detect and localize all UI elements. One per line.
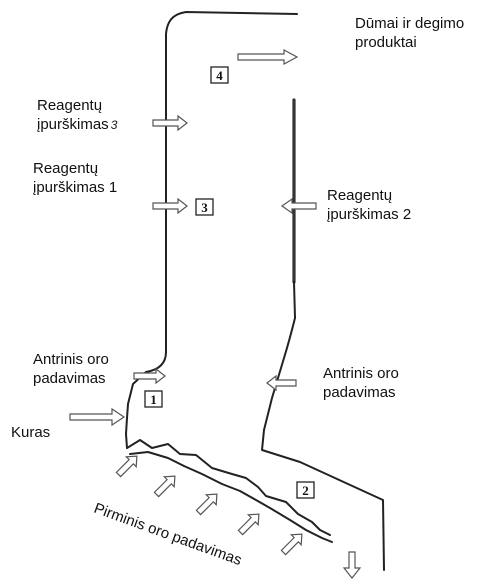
ash-outlet-arrow [342, 551, 362, 579]
secondary-air-right-arrow [266, 374, 297, 392]
reagent-3-label-number: 3 [111, 118, 118, 132]
zone-2-label: 2 [302, 483, 309, 498]
reagent-3-label-text: įpurškimas [37, 116, 109, 133]
secondary-air-left-label-line1: Antrinis oro [33, 351, 109, 368]
zone-4-box: 4 [210, 66, 229, 84]
zone-3-label: 3 [201, 200, 208, 215]
zone-1-label: 1 [150, 392, 157, 407]
reagent-2-label-line1: Reagentų [327, 187, 392, 204]
smoke-label-line1: Dūmai ir degimo [355, 15, 464, 32]
reagent-3-label-line1: Reagentų [37, 97, 102, 114]
smoke-outlet-arrow [237, 48, 299, 66]
reagent-2-arrow [280, 197, 317, 215]
reagent-1-label-line2: įpurškimas 1 [33, 179, 117, 196]
primary-air-arrow [280, 533, 303, 556]
zone-2-box: 2 [296, 481, 315, 499]
reagent-1-arrow [152, 197, 188, 215]
primary-air-arrow [153, 475, 176, 498]
smoke-label-line2: produktai [355, 34, 417, 51]
secondary-air-left-arrow [133, 367, 166, 385]
reagent-1-label-line1: Reagentų [33, 160, 98, 177]
primary-air-label: Pirminis oro padavimas [92, 500, 244, 569]
primary-air-arrow [237, 513, 260, 536]
fuel-arrow [69, 407, 126, 427]
fuel-label: Kuras [11, 424, 50, 441]
zone-4-label: 4 [216, 68, 223, 83]
grate-top [126, 439, 331, 536]
zone-3-box: 3 [195, 198, 214, 216]
primary-air-arrow [115, 455, 138, 478]
reagent-2-label-line2: įpurškimas 2 [327, 206, 411, 223]
reagent-3-arrow [152, 114, 188, 132]
primary-air-arrow [195, 493, 218, 516]
primary-air-arrows [115, 455, 303, 556]
secondary-air-right-label-line1: Antrinis oro [323, 365, 399, 382]
zone-1-box: 1 [144, 390, 163, 408]
right-lower-wall [261, 281, 385, 571]
grate-bottom [129, 451, 333, 543]
secondary-air-right-label-line2: padavimas [323, 384, 396, 401]
secondary-air-left-label-line2: padavimas [33, 370, 106, 387]
